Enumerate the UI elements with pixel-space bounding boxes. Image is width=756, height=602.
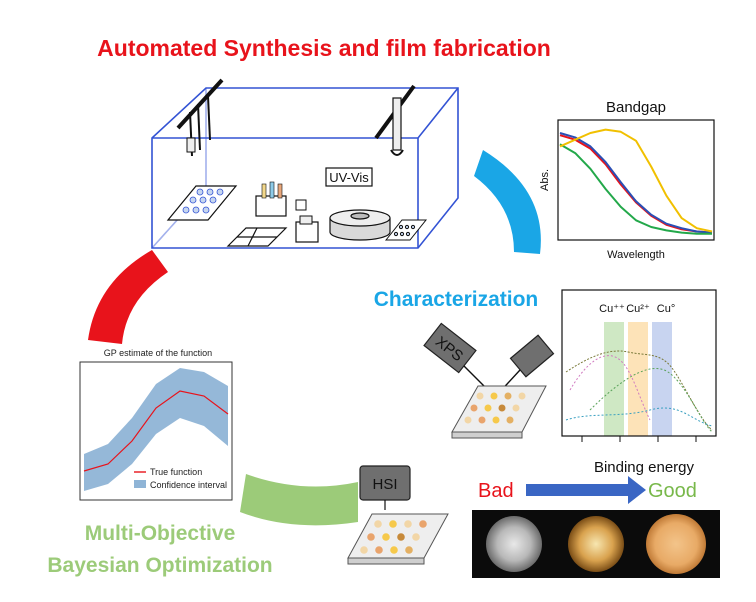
bandgap-series-2 (559, 132, 713, 234)
good-label: Good (648, 480, 697, 502)
xps-fit-1 (569, 355, 651, 421)
gp-confidence-band (84, 368, 228, 491)
bandgap-series-4 (559, 128, 713, 233)
gp-plot: GP estimate of the function True functio… (79, 348, 233, 501)
characterization-label: Characterization (374, 288, 539, 311)
xps-fit-3 (565, 407, 713, 427)
uv-vis-label: UV-Vis (329, 170, 369, 185)
flow-arrow-red (88, 250, 168, 344)
well-plate-deck (166, 185, 238, 221)
film-good (646, 514, 706, 574)
film-photo-strip (472, 510, 720, 578)
xps-fit-2 (589, 367, 713, 433)
diagram-title: Automated Synthesis and film fabrication (97, 35, 551, 61)
bandgap-xlabel: Wavelength (607, 249, 665, 261)
vial-rack (255, 181, 287, 217)
gp-legend-confidence-interval: Confidence interval (150, 480, 227, 490)
gp-legend: True function Confidence interval (134, 467, 227, 490)
xps-band-1 (604, 322, 624, 436)
xps-plot: Cu⁺⁺ Cu²⁺ Cu° Binding energy (561, 289, 717, 476)
bandgap-ylabel: Abs. (539, 169, 551, 191)
tip-box (295, 199, 307, 211)
xps-peak-label-1: Cu⁺⁺ (599, 303, 625, 315)
xps-instrument: XPS (423, 322, 555, 397)
xps-peak-label-3: Cu° (657, 303, 675, 315)
gripper-rig (374, 84, 416, 156)
bandgap-plot: Bandgap Abs. Wavelength (539, 99, 715, 261)
bad-label: Bad (478, 480, 514, 502)
uv-vis-instrument: UV-Vis (325, 167, 373, 187)
xps-peak-label-2: Cu²⁺ (626, 303, 650, 315)
hsi-instrument: HSI (359, 465, 411, 510)
gp-legend-true-function: True function (150, 467, 202, 477)
hsi-label: HSI (372, 476, 397, 493)
bandgap-title: Bandgap (606, 99, 666, 116)
pipette-rig (176, 78, 224, 157)
robot-enclosure (151, 87, 459, 249)
substrate-tray (384, 219, 428, 241)
quality-arrow (526, 476, 646, 504)
gp-title: GP estimate of the function (104, 348, 212, 358)
xps-band-2 (628, 322, 648, 436)
flow-arrow-blue (474, 150, 541, 254)
xps-band-3 (652, 322, 672, 436)
substrate-holder (226, 227, 288, 247)
mobo-label-line2: Bayesian Optimization (47, 554, 272, 577)
xps-xlabel: Binding energy (594, 459, 695, 476)
xps-envelope (565, 350, 713, 431)
film-bad (486, 516, 542, 572)
reservoir-box (295, 215, 319, 243)
hsi-sample-plate (347, 513, 449, 565)
bandgap-series-3 (559, 143, 712, 235)
mobo-label-line1: Multi-Objective (85, 522, 236, 545)
xps-sample-plate (451, 385, 547, 439)
xps-axes (561, 289, 717, 437)
film-medium (568, 516, 624, 572)
spin-coater (329, 209, 391, 241)
flow-arrow-green (240, 474, 358, 526)
gp-true-function-line (83, 390, 229, 472)
